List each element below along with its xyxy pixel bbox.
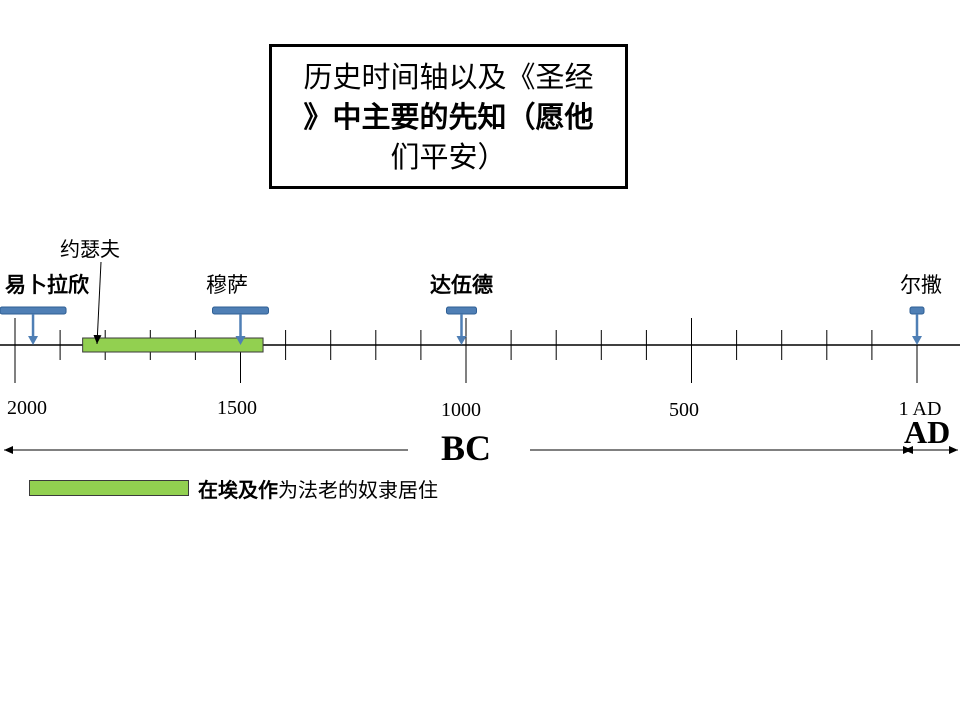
year-label-2000: 2000: [7, 397, 47, 419]
legend-text-bold: 在埃及作: [198, 478, 278, 502]
year-label-1000: 1000: [441, 399, 481, 421]
legend-text: 在埃及作为法老的奴隶居住: [198, 474, 438, 503]
year-label-1500: 1500: [217, 397, 257, 419]
era-label-bc: BC: [441, 428, 492, 468]
legend-swatch-egypt: [29, 480, 189, 496]
title-line-3: 们平安）: [390, 140, 507, 174]
yusuf-pointer-arrow: [93, 261, 102, 345]
prophet-label-yusuf: 约瑟夫: [60, 237, 120, 261]
era-label-ad: AD: [904, 414, 951, 450]
title-line-2: 》中主要的先知（愿他: [303, 100, 594, 134]
prophet-marker: [445, 306, 477, 345]
title-line-1: 历史时间轴以及《圣经: [303, 60, 594, 94]
egypt-period-bar: [82, 337, 264, 353]
prophet-label-isa: 尔撒: [900, 273, 942, 297]
prophet-marker: [0, 306, 67, 345]
title-box: 历史时间轴以及《圣经 》中主要的先知（愿他 们平安）: [269, 44, 628, 189]
prophet-marker: [909, 306, 925, 345]
legend-text-rest: 为法老的奴隶居住: [278, 478, 438, 502]
prophet-label-dawud: 达伍德: [430, 273, 493, 297]
year-label-1ad: 1 AD: [898, 398, 942, 420]
prophet-marker: [212, 306, 269, 345]
prophet-label-ibrahim: 易卜拉欣: [5, 273, 89, 297]
year-label-500: 500: [669, 399, 699, 421]
prophet-label-musa: 穆萨: [206, 273, 248, 297]
